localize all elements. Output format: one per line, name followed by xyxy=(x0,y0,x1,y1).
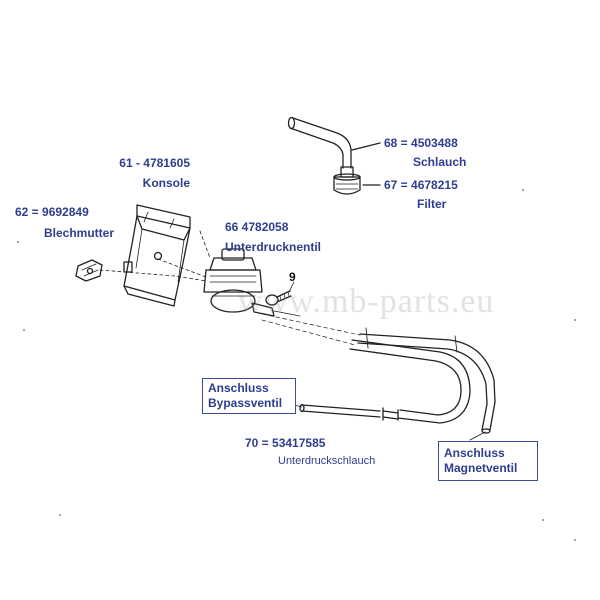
watermark: www.mb-parts.eu xyxy=(238,283,495,320)
leader-magnet xyxy=(469,431,486,441)
filter-67-drawing xyxy=(333,166,361,195)
part-name: Blechmutter xyxy=(44,226,115,240)
label-filter: 67 = 4678215 Filter xyxy=(384,178,458,211)
box-line: Anschluss xyxy=(444,446,505,460)
hose-68-drawing xyxy=(287,116,352,169)
part-number: 67 = 4678215 xyxy=(384,178,458,192)
part-name: Schlauch xyxy=(413,155,467,169)
callout-screw-number: 9 xyxy=(289,270,296,284)
assembly-line xyxy=(99,269,207,282)
label-unterdruckventil: 66 4782058 Unterdrucknentil xyxy=(225,220,321,254)
screw-9-drawing xyxy=(265,281,295,306)
part-number: 61 - 4781605 xyxy=(119,156,190,170)
label-konsole: 61 - 4781605 Konsole xyxy=(110,156,190,190)
part-number: 66 4782058 xyxy=(225,220,289,234)
hose-lower-drawing xyxy=(299,339,471,424)
box-anschluss-magnetventil: Anschluss Magnetventil xyxy=(438,441,538,481)
label-blechmutter: 62 = 9692849 Blechmutter xyxy=(15,205,114,240)
label-unterdruckschlauch: 70 = 53417585 Unterdruckschlauch xyxy=(245,436,375,468)
box-line: Anschluss xyxy=(208,381,269,395)
clip-nut-62-drawing xyxy=(75,259,103,282)
bracket-61-drawing xyxy=(123,204,191,307)
part-number: 62 = 9692849 xyxy=(15,205,89,219)
part-number: 70 = 53417585 xyxy=(245,436,326,450)
part-name: Filter xyxy=(417,197,447,211)
assembly-line xyxy=(261,313,361,346)
assembly-line xyxy=(157,258,207,278)
part-name: Konsole xyxy=(142,176,190,190)
part-name: Unterdruckschlauch xyxy=(278,455,376,467)
box-line: Magnetventil xyxy=(444,461,518,475)
hose-upper-drawing xyxy=(357,327,496,434)
valve-66-drawing xyxy=(203,248,301,317)
leader-68 xyxy=(351,142,381,151)
scan-dots xyxy=(17,189,576,541)
label-schlauch: 68 = 4503488 Schlauch xyxy=(384,136,466,169)
box-anschluss-bypassventil: Anschluss Bypassventil xyxy=(202,378,296,414)
assembly-line xyxy=(199,230,211,259)
part-number: 68 = 4503488 xyxy=(384,136,458,150)
box-line: Bypassventil xyxy=(208,396,283,410)
part-name: Unterdrucknentil xyxy=(225,240,322,254)
